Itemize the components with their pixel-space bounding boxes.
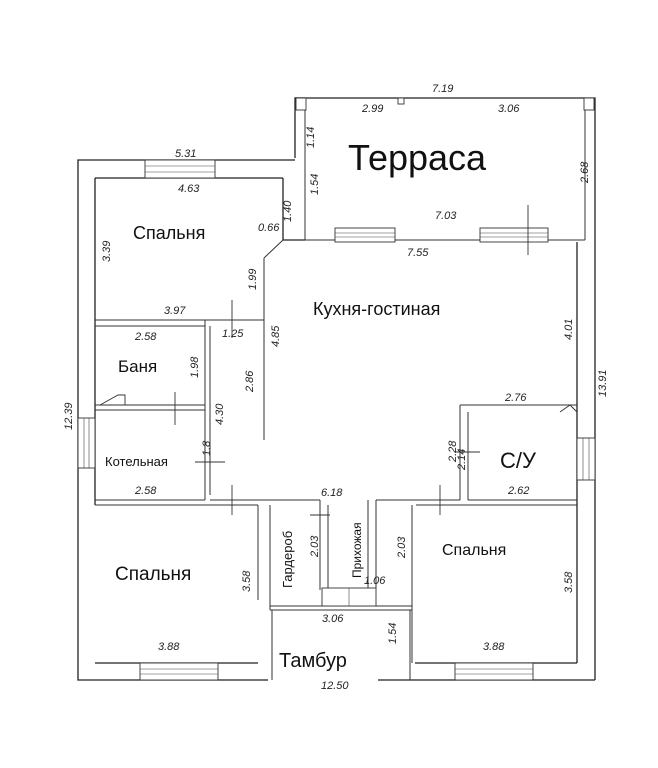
- dimensions: 7.19 2.99 3.06 2.68 1.14 1.54 7.03 7.55 …: [63, 83, 609, 692]
- dim-terrace-left: 2.99: [361, 103, 383, 115]
- window-bedroom-top: [144, 159, 216, 179]
- dim-terrace-right: 3.06: [498, 103, 520, 115]
- dim-kitchen-right: 4.01: [563, 319, 575, 340]
- dim-vestibule-w: 3.06: [322, 613, 344, 625]
- dim-bedroom-top-height: 3.39: [101, 241, 113, 262]
- dim-hall-width: 6.18: [321, 487, 343, 499]
- room-vestibule: Тамбур: [279, 650, 347, 672]
- dim-wc-h2: 2.14: [456, 449, 468, 471]
- dim-wc-h1: 2.28: [447, 440, 459, 463]
- dim-terrace-depth-right: 2.68: [579, 161, 591, 184]
- window-bedroom-left: [139, 662, 219, 681]
- room-bedroom-left: Спальня: [115, 564, 191, 585]
- dim-terrace-depth-left-top: 1.14: [305, 127, 317, 148]
- dim-kitchen-top: 7.55: [407, 247, 429, 259]
- dim-bedroom-left-h: 3.58: [241, 570, 253, 592]
- dim-vestibule-h: 1.54: [387, 623, 399, 644]
- room-kitchen: Кухня-гостиная: [313, 299, 440, 319]
- dim-hall-h: 2.03: [396, 536, 408, 559]
- room-boiler: Котельная: [105, 454, 168, 469]
- dim-bedroom-top-bottom: 3.97: [164, 305, 186, 317]
- room-bath: Баня: [118, 357, 157, 376]
- dim-corridor-h2: 4.30: [214, 403, 226, 425]
- window-kitchen-1: [334, 227, 396, 243]
- room-terrace: Терраса: [348, 137, 487, 178]
- dim-wc-width: 2.76: [504, 392, 527, 404]
- dim-terrace-depth-left-bottom: 1.54: [309, 174, 321, 195]
- dim-house-left-h: 12.39: [63, 402, 75, 430]
- dim-bedroom-top-outer: 5.31: [175, 148, 196, 160]
- dim-bedroom-right-w: 3.88: [483, 641, 505, 653]
- window-wc: [576, 437, 596, 481]
- room-bedroom-top: Спальня: [133, 223, 205, 243]
- dim-boiler-small: 1.8: [201, 440, 213, 456]
- window-bedroom-right: [454, 662, 534, 681]
- dim-bedroom-top-step-h: 1.99: [247, 269, 259, 290]
- room-bedroom-right: Спальня: [442, 542, 506, 559]
- door-marks: [174, 300, 480, 516]
- dim-bedroom-top-inner: 4.63: [178, 183, 200, 195]
- window-kitchen-2: [479, 205, 549, 255]
- dim-terrace-width: 7.19: [432, 83, 453, 95]
- dim-wardrobe-h: 2.03: [309, 535, 321, 558]
- dim-bath-height: 1.98: [189, 356, 201, 378]
- dim-bedroom-right-h: 3.58: [563, 571, 575, 593]
- dim-hall-small: 1.06: [364, 575, 386, 587]
- windows: [77, 159, 596, 681]
- room-wardrobe: Гардероб: [280, 531, 295, 588]
- dim-boiler-width: 2.58: [134, 485, 157, 497]
- dim-corridor-h: 2.86: [244, 370, 256, 393]
- dim-kitchen-left-h: 4.85: [270, 325, 282, 347]
- dim-wc-bottom: 2.62: [507, 485, 529, 497]
- dim-house-total-w: 12.50: [321, 680, 349, 692]
- dim-terrace-bottom: 7.03: [435, 210, 457, 222]
- dim-bath-width: 2.58: [134, 331, 157, 343]
- dim-house-total-h: 13.91: [597, 369, 609, 397]
- dim-bedroom-top-right: 1.40: [282, 200, 294, 222]
- dim-bath-door: 1.25: [222, 328, 244, 340]
- window-boiler: [77, 417, 96, 469]
- dim-bedroom-top-step: 0.66: [258, 222, 280, 234]
- dim-bedroom-left-w: 3.88: [158, 641, 180, 653]
- room-wc: С/У: [500, 448, 537, 473]
- room-hall: Прихожая: [350, 522, 364, 578]
